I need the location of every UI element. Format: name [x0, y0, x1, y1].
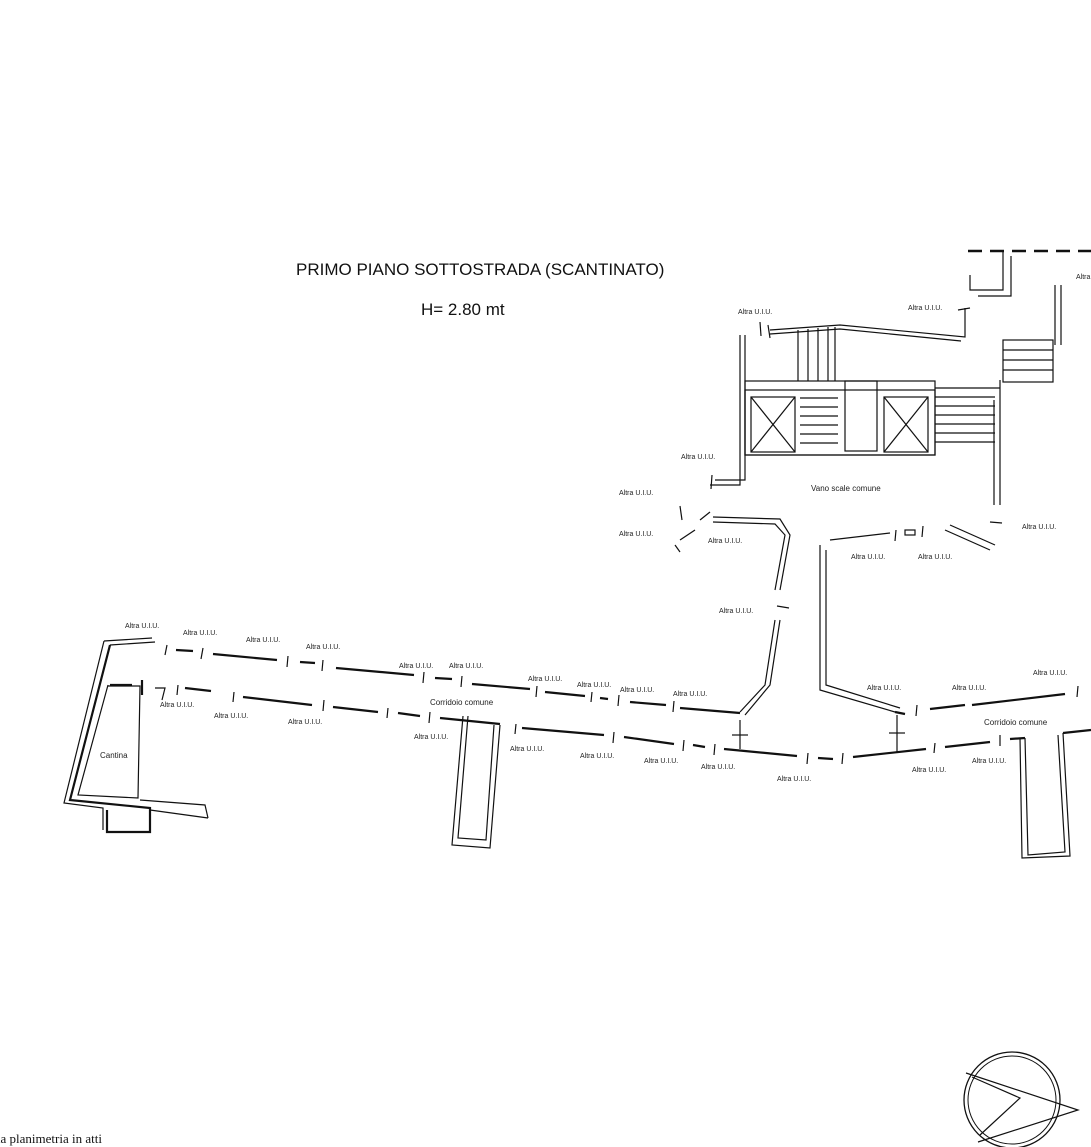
unit-label: Altra U.I.U. — [399, 663, 433, 670]
cantina-label: Cantina — [100, 751, 128, 760]
corridor-upper-wall — [103, 637, 1066, 716]
unit-label: Altra U.I.U. — [972, 758, 1006, 765]
corridor-lower-wall — [184, 686, 1091, 761]
unit-label: Altra U.I.U. — [719, 608, 753, 615]
unit-label: Altra U.I.U. — [701, 764, 735, 771]
unit-labels: Altra U.I.U. Altra U.I.U. Altra U.I.U. A… — [125, 274, 1091, 783]
unit-label: Altra U.I.U. — [681, 454, 715, 461]
unit-label: Altra U.I.U. — [414, 734, 448, 741]
unit-label: Altra U.I.U. — [867, 685, 901, 692]
north-arrow-icon — [963, 1051, 1080, 1147]
vano-scale-label: Vano scale comune — [811, 484, 881, 493]
unit-label: Altra U.I.U. — [952, 685, 986, 692]
unit-label: Altra U.I.U. — [644, 758, 678, 765]
unit-label: Altra U.I.U. — [528, 676, 562, 683]
unit-label: Altra U.I.U. — [306, 644, 340, 651]
unit-label-edge: Altra — [1076, 274, 1091, 281]
unit-label: Altra U.I.U. — [619, 531, 653, 538]
cantina-room — [63, 640, 209, 834]
unit-label: Altra U.I.U. — [851, 554, 885, 561]
unit-label: Altra U.I.U. — [288, 719, 322, 726]
unit-label: Altra U.I.U. — [918, 554, 952, 561]
unit-label: Altra U.I.U. — [160, 702, 194, 709]
corridoio-right-label: Corridoio comune — [984, 718, 1048, 727]
unit-label: Altra U.I.U. — [510, 746, 544, 753]
unit-label: Altra U.I.U. — [673, 691, 707, 698]
unit-label: Altra U.I.U. — [619, 490, 653, 497]
height-label: H= 2.80 mt — [421, 300, 505, 319]
unit-label: Altra U.I.U. — [708, 538, 742, 545]
unit-label: Altra U.I.U. — [1022, 524, 1056, 531]
unit-label: Altra U.I.U. — [577, 682, 611, 689]
unit-label: Altra U.I.U. — [908, 305, 942, 312]
footer-note: na planimetria in atti — [0, 1131, 102, 1146]
unit-label: Altra U.I.U. — [214, 713, 248, 720]
unit-label: Altra U.I.U. — [183, 630, 217, 637]
corridoio-left-label: Corridoio comune — [430, 698, 494, 707]
unit-label: Altra U.I.U. — [125, 623, 159, 630]
unit-label: Altra U.I.U. — [1033, 670, 1067, 677]
unit-label: Altra U.I.U. — [620, 687, 654, 694]
unit-label: Altra U.I.U. — [246, 637, 280, 644]
stair-core — [710, 252, 1062, 505]
connecting-corridor — [674, 505, 996, 716]
unit-label: Altra U.I.U. — [912, 767, 946, 774]
unit-label: Altra U.I.U. — [738, 309, 772, 316]
corridor-spurs — [451, 715, 1071, 859]
plan-title: PRIMO PIANO SOTTOSTRADA (SCANTINATO) — [296, 260, 664, 279]
unit-label: Altra U.I.U. — [777, 776, 811, 783]
unit-label: Altra U.I.U. — [449, 663, 483, 670]
unit-label: Altra U.I.U. — [580, 753, 614, 760]
door-ticks — [164, 321, 1079, 765]
